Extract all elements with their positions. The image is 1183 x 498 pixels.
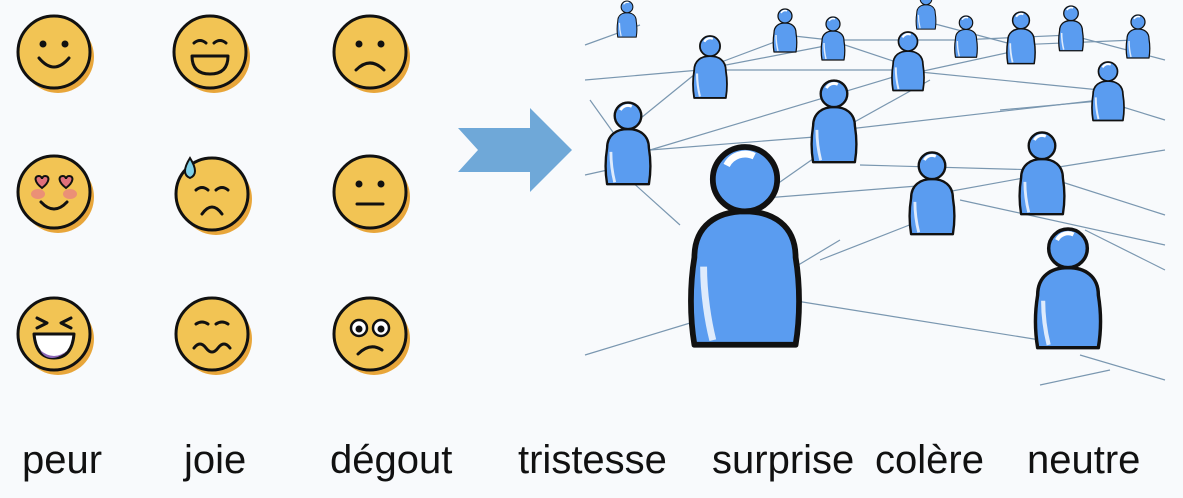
emotion-label-tristesse: tristesse bbox=[518, 438, 667, 482]
emotion-labels: peur joie dégout tristesse surprise colè… bbox=[0, 440, 1183, 498]
person-icon bbox=[604, 101, 652, 186]
frown-face-icon bbox=[332, 14, 410, 93]
people bbox=[604, 0, 1151, 348]
diagram-canvas bbox=[16, 0, 1166, 386]
person-icon bbox=[616, 0, 638, 38]
emotion-label-colere: colère bbox=[875, 438, 984, 482]
emotion-label-degout: dégout bbox=[330, 438, 453, 482]
worried-wide-eyes-face-icon bbox=[332, 296, 410, 375]
person-icon bbox=[810, 79, 858, 164]
person-icon bbox=[1018, 131, 1066, 216]
right-arrow-icon bbox=[458, 108, 572, 192]
person-icon bbox=[1125, 14, 1151, 59]
person-icon bbox=[915, 0, 937, 30]
person-icon bbox=[1058, 5, 1084, 52]
person-icon bbox=[891, 30, 925, 92]
emotion-label-peur: peur bbox=[22, 438, 103, 482]
heart-eyes-face-icon bbox=[16, 154, 94, 233]
person-icon bbox=[908, 151, 956, 236]
person-icon bbox=[692, 34, 728, 99]
person-icon bbox=[953, 15, 979, 58]
person-icon bbox=[1006, 11, 1036, 65]
person-icon bbox=[691, 147, 799, 345]
social-network-illustration bbox=[584, 0, 1166, 386]
person-icon bbox=[820, 16, 846, 61]
person-icon bbox=[1091, 60, 1125, 122]
emotion-label-joie: joie bbox=[184, 438, 247, 482]
emotion-label-surprise: surprise bbox=[712, 438, 855, 482]
emoji-grid bbox=[16, 14, 410, 375]
happy-closed-eyes-face-icon bbox=[172, 14, 250, 93]
wavy-mouth-face-icon bbox=[174, 296, 252, 375]
person-icon bbox=[772, 8, 798, 53]
emotion-label-neutre: neutre bbox=[1027, 438, 1141, 482]
laugh-squint-face-icon bbox=[16, 296, 94, 375]
person-icon bbox=[1036, 229, 1101, 348]
smile-face-icon bbox=[16, 14, 94, 93]
neutral-face-icon bbox=[332, 154, 410, 233]
sweat-sad-face-icon bbox=[174, 156, 252, 235]
